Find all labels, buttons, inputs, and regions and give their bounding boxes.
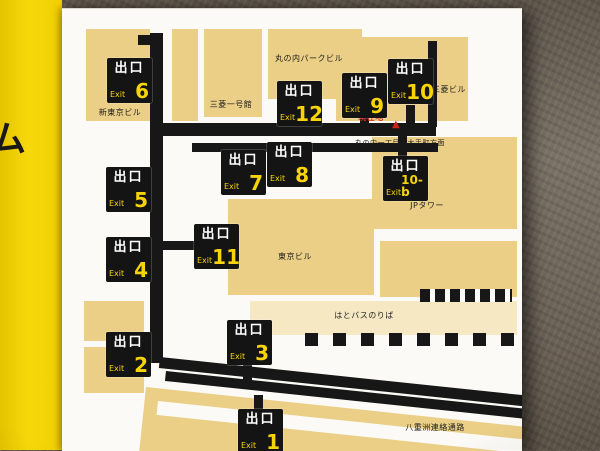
building-right-mid	[380, 241, 517, 297]
exit-number: 4	[134, 258, 148, 282]
exit-en-label: Exit	[109, 364, 125, 373]
hato-bus-area	[250, 301, 517, 335]
building-mitsubishi-ichigokan	[204, 29, 262, 117]
passage-stub-exit9	[360, 116, 369, 125]
exit-number: 3	[255, 341, 269, 365]
exit-badge-4: 出口 Exit 4	[106, 237, 151, 282]
exit-bottom-row: Exit 5	[109, 188, 148, 212]
exit-en-label: Exit	[224, 182, 240, 191]
exit-kanji-label: 出口	[274, 145, 305, 160]
exit-number: 12	[295, 102, 323, 126]
exit-en-label: Exit	[345, 105, 361, 114]
exit-kanji-label: 出口	[284, 84, 315, 99]
map-label-hato-bus: はとバスのりば	[334, 311, 394, 320]
exit-number: 9	[370, 94, 384, 118]
exit-kanji-label: 出口	[390, 159, 421, 174]
map-label-yaesu-passage: 八重洲連絡通路	[405, 423, 465, 432]
side-strip: ム	[0, 0, 62, 450]
exit-bottom-row: Exit 8	[270, 163, 309, 187]
exit-number: 5	[134, 188, 148, 212]
passage-stub-exit10b	[398, 136, 407, 158]
exit-en-label: Exit	[230, 352, 246, 361]
map-label-shin-tokyo-bldg: 新東京ビル	[98, 108, 142, 117]
passage-line-spine	[150, 33, 163, 363]
side-strip-text: ム	[0, 119, 27, 160]
exit-kanji-label: 出口	[245, 412, 276, 427]
exit-number: 11	[212, 245, 240, 269]
exit-number: 8	[295, 163, 309, 187]
exit-number: 10	[406, 80, 434, 104]
exit-number: 7	[249, 171, 263, 195]
exit-bottom-row: Exit 4	[109, 258, 148, 282]
building-top-strip	[172, 29, 198, 121]
exit-en-label: Exit	[197, 256, 213, 265]
right-hatch-block	[420, 289, 512, 302]
exit-kanji-label: 出口	[113, 335, 144, 350]
exit-en-label: Exit	[391, 91, 407, 100]
map-label-direction: 丸の内一丁目・大手町方面	[355, 139, 445, 147]
exit-bottom-row: Exit 3	[230, 341, 269, 365]
exit-badge-3: 出口 Exit 3	[227, 320, 272, 365]
passage-line-sub-horizontal	[192, 143, 438, 152]
map-label-marunouchi-park-bldg: 丸の内パークビル	[275, 54, 343, 63]
exit-kanji-label: 出口	[113, 170, 144, 185]
exit-badge-5: 出口 Exit 5	[106, 167, 151, 212]
building-tokyo	[228, 199, 374, 295]
exit-bottom-row: Exit 1	[241, 430, 280, 451]
map-label-mitsubishi-ichigokan: 三菱一号館	[209, 100, 253, 109]
exit-en-label: Exit	[386, 188, 402, 197]
exit-number: 1	[266, 430, 280, 451]
exit-kanji-label: 出口	[201, 227, 232, 242]
map-label-jp-tower: JPタワー	[410, 201, 444, 210]
exit-kanji-label: 出口	[113, 240, 144, 255]
exit-badge-1: 出口 Exit 1	[238, 409, 283, 451]
passage-stub-exit10	[406, 105, 415, 125]
exit-en-label: Exit	[110, 90, 126, 99]
exit-kanji-label: 出口	[114, 61, 145, 76]
passage-stub-exit1	[254, 395, 263, 411]
exit-kanji-label: 出口	[349, 76, 380, 91]
exit-bottom-row: Exit 2	[109, 353, 148, 377]
exit-kanji-label: 出口	[395, 62, 426, 77]
exit-en-label: Exit	[280, 113, 296, 122]
exit-badge-6: 出口 Exit 6	[107, 58, 152, 103]
current-location-marker-icon: ▲	[392, 119, 400, 130]
exit-badge-2: 出口 Exit 2	[106, 332, 151, 377]
exit-number: 2	[134, 353, 148, 377]
bus-bay-hatches	[305, 333, 522, 346]
exit-en-label: Exit	[109, 199, 125, 208]
passage-line-exit6-notch	[138, 35, 162, 45]
exit-bottom-row: Exit 9	[345, 94, 384, 118]
map-panel: ▲ 丸の内パークビル三菱一号館 三菱ビル新東京ビル JPタワー東京ビルはとバスのりば…	[62, 8, 522, 451]
passage-line-main-horizontal	[158, 123, 436, 136]
exit-bottom-row: Exit 6	[110, 79, 149, 103]
exit-number: 10-b	[401, 173, 423, 199]
map-label-tokyo-bldg: 東京ビル	[278, 252, 312, 261]
exit-en-label: Exit	[109, 269, 125, 278]
passage-stub-exit11	[163, 241, 197, 250]
exit-badge-7: 出口 Exit 7	[221, 150, 266, 195]
exit-en-label: Exit	[241, 441, 257, 450]
exit-badge-8: 出口 Exit 8	[267, 142, 312, 187]
map-label-mitsubishi-bldg: 三菱ビル	[432, 85, 466, 94]
exit-kanji-label: 出口	[234, 323, 265, 338]
exit-number: 6	[135, 79, 149, 103]
exit-badge-9: 出口 Exit 9	[342, 73, 387, 118]
exit-kanji-label: 出口	[228, 153, 259, 168]
exit-en-label: Exit	[270, 174, 286, 183]
exit-bottom-row: Exit 7	[224, 171, 263, 195]
